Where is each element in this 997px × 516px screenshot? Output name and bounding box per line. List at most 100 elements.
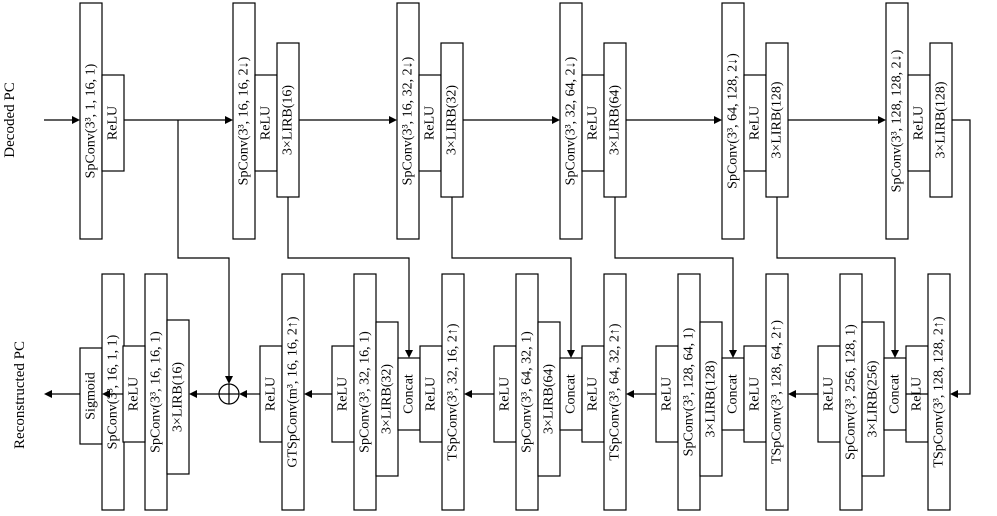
bottleneck-wire-head — [950, 390, 958, 398]
skip-wire-4-head — [891, 350, 899, 358]
output-arrow-head — [44, 390, 52, 398]
up-link-1b-head — [304, 390, 312, 398]
encoder-relu-3-label: ReLU — [423, 106, 438, 140]
decoder-stage-3-up — [765, 273, 789, 511]
encoder-wires — [44, 116, 886, 124]
skip-wire-3 — [614, 197, 734, 352]
encoder-conv-5-label: SpConv(3³, 64, 128, 2↓) — [726, 53, 741, 189]
decoder-refine-lirb — [166, 319, 190, 475]
skip-wire-1 — [287, 197, 410, 352]
decoder-stage-1-up-relu-label: ReLU — [424, 377, 439, 411]
decoder-stage-2-lirb-label: 3×LIRB(64) — [542, 364, 557, 434]
global-skip-head — [225, 376, 233, 384]
decoder-stage-3-conv-label: SpConv(3³, 128, 64, 1) — [682, 327, 697, 456]
decoder-stage-2-conv-label: SpConv(3³, 64, 32, 1) — [520, 331, 535, 453]
encoder-conv-2-label: SpConv(3³, 16, 16, 2↓) — [237, 56, 252, 185]
decoder-stage-1-lirb-label: 3×LIRB(32) — [380, 364, 395, 434]
decoder-gt-relu-label: ReLU — [264, 377, 279, 411]
decoder-stage-3-relu-label: ReLU — [660, 377, 675, 411]
sum-node — [218, 383, 240, 405]
decoder-stage-3: ReLU SpConv(3³, 128, 64, 1) 3×LIRB(128) … — [655, 273, 789, 511]
decoder-stage-1-up-label: TSpConv(3³, 32, 16, 2↑) — [446, 323, 461, 461]
decoder-stage-1-conv-label: SpConv(3³, 32, 16, 1) — [358, 331, 373, 453]
decoder-stage-3-up-relu-label: ReLU — [748, 377, 763, 411]
decoder-stage-4-conv-label: SpConv(3³, 256, 128, 1) — [844, 324, 859, 460]
up-link-3b-head — [626, 390, 634, 398]
encoder-link-1-head — [225, 116, 233, 124]
decoder-stage-1: ReLU SpConv(3³, 32, 16, 1) 3×LIRB(32) Co… — [331, 273, 465, 511]
decoder-gt-conv-label: GTSpConv(m³, 16, 16, 2↑) — [286, 316, 301, 468]
gt-to-sum-head — [239, 390, 247, 398]
decoder-stage-3-up-label: TSpConv(3³, 128, 64, 2↑) — [770, 320, 785, 465]
skip-wire-2-head — [567, 350, 575, 358]
up-link-4b-head — [788, 390, 796, 398]
decoder-head-block: Sigmoid SpConv(3³, 16, 1, 1) — [79, 273, 125, 511]
input-label: Decoded PC — [2, 82, 18, 157]
encoder-lirb-5-label: 3×LIRB(128) — [770, 81, 785, 158]
bottleneck-wire — [952, 119, 971, 395]
encoder-block-3: SpConv(3³, 16, 32, 2↓) ReLU 3×LIRB(32) — [396, 2, 464, 240]
encoder-block-1: SpConv(3³, 1, 16, 1) ReLU — [79, 2, 125, 240]
encoder-lirb-3-label: 3×LIRB(32) — [445, 85, 460, 155]
decoder-wires — [44, 119, 971, 398]
encoder-link-4-head — [714, 116, 722, 124]
encoder-conv-1-label: SpConv(3³, 1, 16, 1) — [84, 63, 99, 178]
skip-wire-1-head — [405, 350, 413, 358]
decoder-stage-4-up-label: TSpConv(3³, 128, 128, 2↑) — [932, 316, 947, 468]
output-label: Reconstructed PC — [12, 341, 28, 449]
encoder-relu-1 — [101, 74, 125, 172]
encoder-lirb-4-label: 3×LIRB(64) — [608, 85, 623, 155]
encoder-relu-1-label: ReLU — [106, 106, 121, 140]
decoder-stage-1-up — [441, 273, 465, 511]
decoder-stage-1-concat-label: Concat — [402, 374, 417, 414]
encoder-relu-4-label: ReLU — [586, 106, 601, 140]
decoder-refine-relu-label: ReLU — [127, 377, 142, 411]
decoder-head-conv-label: SpConv(3³, 16, 1, 1) — [106, 334, 121, 449]
global-skip-wire — [177, 120, 230, 378]
up-link-2b-head — [464, 390, 472, 398]
encoder-lirb-6-label: 3×LIRB(128) — [934, 81, 949, 158]
decoder-stage-2-relu-label: ReLU — [498, 377, 513, 411]
encoder-link-2-head — [389, 116, 397, 124]
encoder-relu-5-label: ReLU — [748, 106, 763, 140]
decoder-stage-1-relu-label: ReLU — [336, 377, 351, 411]
decoder-refine-conv-label: SpConv(3³, 16, 16, 1) — [149, 331, 164, 453]
encoder-link-5-head — [878, 116, 886, 124]
decoder-stage-4-relu-label: ReLU — [822, 377, 837, 411]
decoder-stage-2-concat-label: Concat — [564, 374, 579, 414]
encoder-block-2: SpConv(3³, 16, 16, 2↓) ReLU 3×LIRB(16) — [232, 2, 300, 240]
decoder-stage-2-up — [603, 273, 627, 511]
encoder-lirb-2-label: 3×LIRB(16) — [281, 85, 296, 155]
encoder-block-5: SpConv(3³, 64, 128, 2↓) ReLU 3×LIRB(128) — [721, 2, 789, 240]
decoder-gt-conv — [281, 273, 305, 511]
decoder-stage-4-concat-label: Concat — [888, 374, 903, 414]
encoder-link-3-head — [552, 116, 560, 124]
decoder-refine-block: SpConv(3³, 16, 16, 1) ReLU 3×LIRB(16) — [122, 273, 190, 511]
encoder-conv-3-label: SpConv(3³, 16, 32, 2↓) — [401, 56, 416, 185]
encoder-conv-6-label: SpConv(3³, 128, 128, 2↓) — [890, 49, 905, 192]
encoder-conv-4-label: SpConv(3³, 32, 64, 2↓) — [564, 56, 579, 185]
skip-wire-2 — [451, 197, 572, 352]
decoder-stage-4-up — [927, 273, 951, 511]
skip-wire-4 — [776, 197, 896, 352]
decoder-stage-3-concat-label: Concat — [726, 374, 741, 414]
skip-wire-3-head — [729, 350, 737, 358]
decoder-stage-4: ReLU SpConv(3³, 256, 128, 1) 3×LIRB(256)… — [817, 273, 951, 511]
decoder-sigmoid-label: Sigmoid — [84, 372, 99, 419]
decoder-stage-2-up-label: TSpConv(3³, 64, 32, 2↑) — [608, 323, 623, 461]
encoder-block-6: SpConv(3³, 128, 128, 2↓) ReLU 3×LIRB(128… — [885, 2, 953, 240]
encoder-block-4: SpConv(3³, 32, 64, 2↓) ReLU 3×LIRB(64) — [559, 2, 627, 240]
refine-to-head-head — [102, 390, 110, 398]
decoder-refine-lirb-label: 3×LIRB(16) — [171, 362, 186, 432]
sum-to-refine-head — [189, 390, 197, 398]
decoder-stage-4-lirb-label: 3×LIRB(256) — [866, 360, 881, 437]
encoder-relu-6-label: ReLU — [912, 106, 927, 140]
decoder-stage-3-lirb-label: 3×LIRB(128) — [704, 360, 719, 437]
encoder-relu-2-label: ReLU — [259, 106, 274, 140]
input-arrow-head — [72, 116, 80, 124]
decoder-stage-2-up-relu-label: ReLU — [586, 377, 601, 411]
decoder-gt-block: ReLU GTSpConv(m³, 16, 16, 2↑) — [259, 273, 305, 511]
decoder-stage-2: ReLU SpConv(3³, 64, 32, 1) 3×LIRB(64) Co… — [493, 273, 627, 511]
